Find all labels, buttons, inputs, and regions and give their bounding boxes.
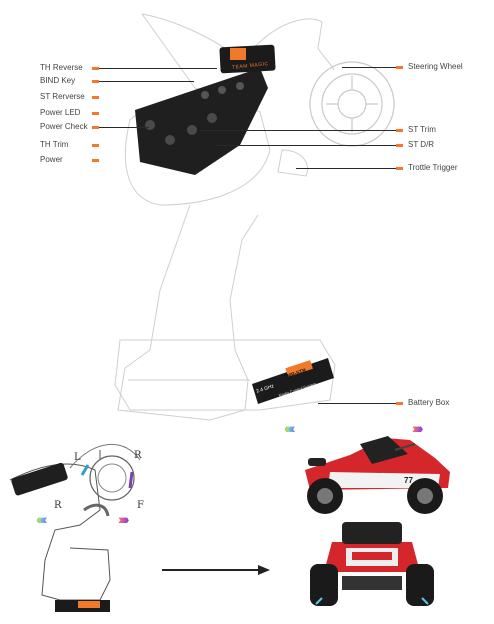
direction-right-letter: R bbox=[134, 450, 142, 461]
marker-power-led bbox=[92, 112, 99, 115]
marker-st-dr bbox=[396, 144, 403, 147]
chevrons-left-bottom: ‹‹‹‹‹ bbox=[36, 511, 47, 527]
leader-bind-key bbox=[99, 81, 194, 82]
label-bind-key: BIND Key bbox=[40, 76, 76, 85]
marker-power-check bbox=[92, 126, 99, 129]
marker-throttle-trigger bbox=[396, 167, 403, 170]
marker-bind-key bbox=[92, 80, 99, 83]
marker-steering-wheel bbox=[396, 66, 403, 69]
label-power-check: Power Check bbox=[40, 122, 88, 131]
leader-steering-wheel bbox=[342, 67, 396, 68]
arrow-right-icon bbox=[162, 565, 270, 575]
leader-th-reverse bbox=[99, 68, 217, 69]
small-transmitter-illustration bbox=[9, 444, 141, 612]
label-st-reverse: ST Rerverse bbox=[40, 92, 85, 101]
marker-th-trim bbox=[92, 144, 99, 147]
leader-st-dr bbox=[215, 145, 396, 146]
marker-power bbox=[92, 159, 99, 162]
transmitter-illustration bbox=[114, 13, 395, 421]
rc-car-side-image bbox=[305, 436, 450, 514]
marker-st-trim bbox=[396, 129, 403, 132]
leader-battery-box bbox=[318, 403, 396, 404]
label-st-dr: ST D/R bbox=[408, 140, 435, 149]
direction-forward-letter: F bbox=[137, 500, 144, 511]
rc-car-front-image bbox=[310, 522, 434, 606]
leader-throttle-trigger bbox=[296, 168, 396, 169]
direction-left-letter: L bbox=[74, 452, 81, 463]
leader-st-trim bbox=[200, 130, 396, 131]
marker-th-reverse bbox=[92, 67, 99, 70]
chevrons-right-bottom: ››››› bbox=[118, 511, 129, 527]
label-throttle-trigger: Trottle Trigger bbox=[408, 163, 458, 172]
label-th-trim: TH Trim bbox=[40, 140, 69, 149]
label-steering-wheel: Steering Wheel bbox=[408, 62, 463, 71]
leader-power-check bbox=[99, 127, 149, 128]
label-power-led: Power LED bbox=[40, 108, 81, 117]
marker-battery-box bbox=[396, 402, 403, 405]
marker-st-reverse bbox=[92, 96, 99, 99]
label-th-reverse: TH Reverse bbox=[40, 63, 83, 72]
label-battery-box: Battery Box bbox=[408, 398, 450, 407]
label-st-trim: ST Trim bbox=[408, 125, 436, 134]
car-number: 77 bbox=[404, 476, 413, 485]
label-power: Power bbox=[40, 155, 63, 164]
direction-reverse-letter: R bbox=[54, 500, 62, 511]
